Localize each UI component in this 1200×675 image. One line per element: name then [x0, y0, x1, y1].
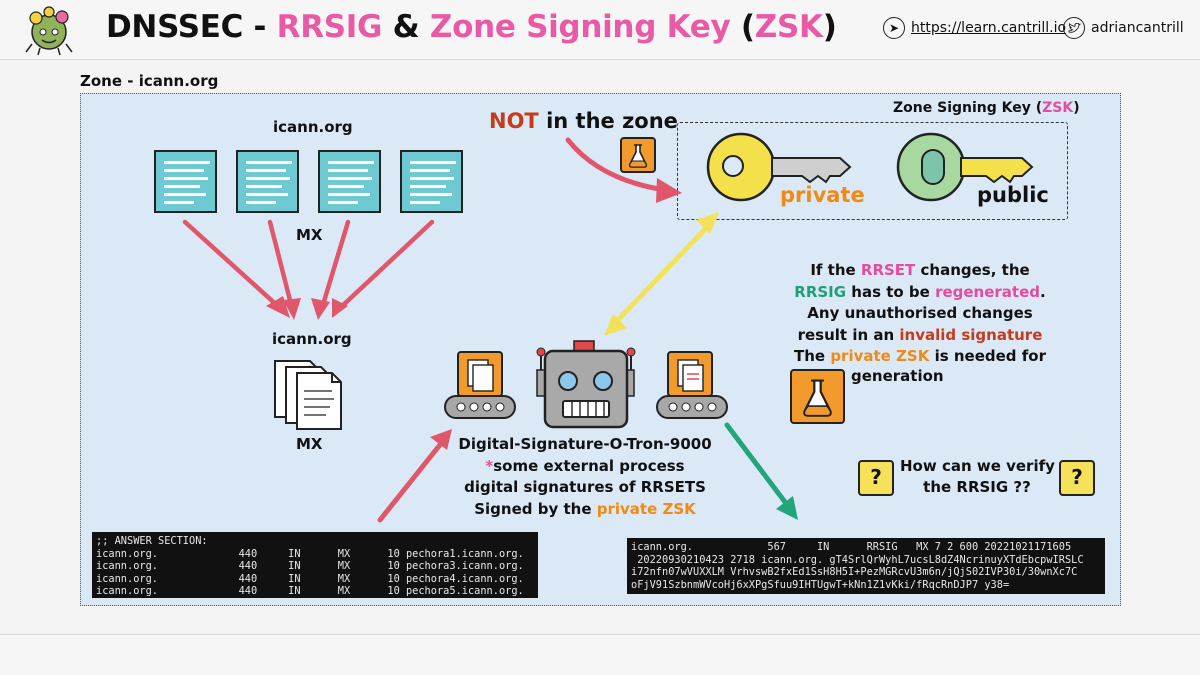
input-arrow [377, 438, 446, 523]
private-key-label: private [780, 183, 865, 207]
twitter-link[interactable]: adriancantrill [1063, 17, 1184, 39]
mx-record-card-4 [400, 150, 463, 213]
mx-record-card-1 [154, 150, 217, 213]
rrset-arrows [182, 219, 435, 311]
footer [0, 634, 1200, 675]
mx-record-card-3 [318, 150, 381, 213]
zsk-title: Zone Signing Key (ZSK) [893, 100, 1080, 116]
rrset-mx-label: MX [296, 226, 323, 244]
twitter-handle[interactable]: adriancantrill [1091, 20, 1184, 36]
twitter-bird-icon [1063, 17, 1085, 39]
zsk-box [677, 122, 1068, 220]
output-arrowhead [776, 496, 798, 520]
public-key-icon [896, 132, 1034, 202]
website-link-text[interactable]: https://learn.cantrill.io [911, 20, 1067, 36]
not-in-zone-arrow [565, 137, 668, 193]
rrset-combined-sub-label: MX [296, 435, 323, 453]
zsk-machine-arrow [610, 220, 714, 328]
verify-text: How can we verify the RRSIG ?? [900, 457, 1055, 496]
zsk-arrowhead-top [696, 212, 719, 234]
not-in-zone-arrowhead [656, 178, 682, 203]
page-title: DNSSEC - RRSIG & Zone Signing Key (ZSK) [106, 9, 837, 45]
zsk-arrowhead-bottom [604, 314, 627, 336]
machine-caption: Digital-Signature-O-Tron-9000 *some exte… [458, 435, 712, 518]
public-key-label: public [977, 183, 1049, 207]
question-icon-left: ? [858, 460, 894, 496]
rrset-top-label: icann.org [273, 118, 353, 136]
robot-icon [536, 340, 636, 429]
output-arrow [724, 422, 791, 509]
flask-icon [620, 137, 656, 173]
website-link[interactable]: ➤ https://learn.cantrill.io [883, 17, 1066, 39]
zone-label: Zone - icann.org [80, 72, 219, 90]
explanation-generation: generation [851, 367, 944, 385]
document-icon [274, 360, 342, 430]
compass-icon: ➤ [883, 17, 905, 39]
flask-icon-large [790, 369, 845, 424]
explanation-text: If the RRSET changes, the RRSIG has to b… [794, 261, 1046, 365]
rrset-arrowheads [266, 296, 348, 320]
rrsig-terminal: icann.org. 567 IN RRSIG MX 7 2 600 20221… [627, 538, 1105, 594]
conveyor-icon-right [656, 351, 728, 419]
answer-section-terminal: ;; ANSWER SECTION: icann.org. 440 IN MX … [92, 532, 538, 598]
mx-record-card-2 [236, 150, 299, 213]
header: DNSSEC - RRSIG & Zone Signing Key (ZSK) … [0, 0, 1200, 60]
cantrill-logo [25, 6, 73, 56]
private-key-icon [706, 132, 852, 202]
not-in-zone-label: NOT in the zone [489, 109, 678, 133]
rrset-combined-label: icann.org [272, 330, 352, 348]
input-arrowhead [430, 429, 452, 450]
conveyor-icon-left [444, 351, 516, 419]
question-icon-right: ? [1059, 460, 1095, 496]
